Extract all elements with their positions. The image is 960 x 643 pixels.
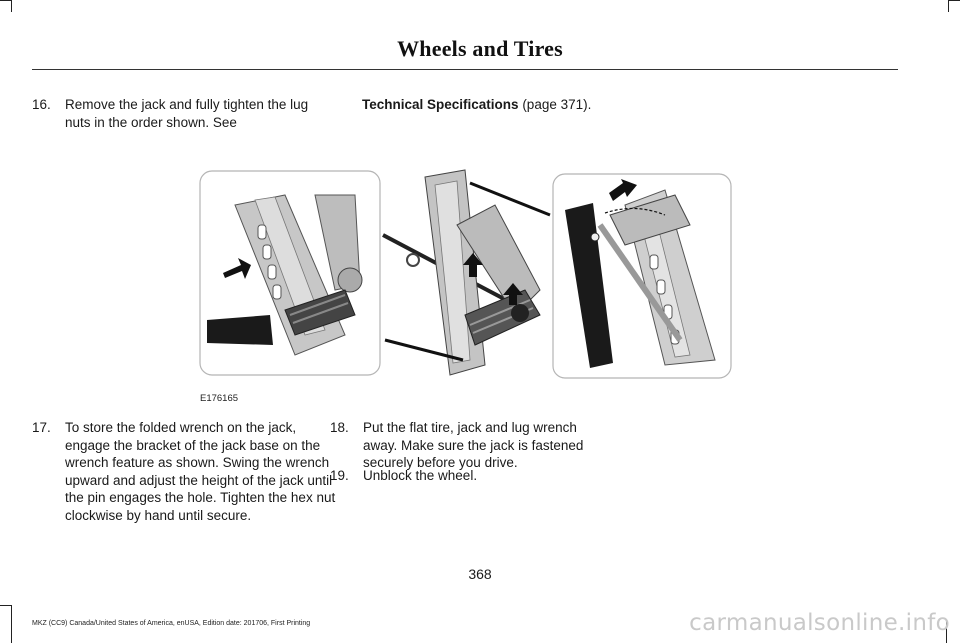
- crop-mark: [0, 0, 12, 1]
- step-19: 19. Unblock the wheel.: [330, 467, 620, 487]
- step-16-continuation: Technical Specifications (page 371).: [362, 96, 591, 114]
- technical-specifications-link[interactable]: Technical Specifications: [362, 97, 519, 112]
- step-number: 18.: [330, 420, 349, 435]
- step-17: 17. To store the folded wrench on the ja…: [32, 419, 335, 539]
- page-reference: (page 371).: [518, 97, 592, 112]
- crop-mark: [948, 0, 949, 12]
- step-number: 16.: [32, 97, 51, 112]
- crop-mark: [0, 605, 12, 606]
- step-text: Put the flat tire, jack and lug wrench a…: [363, 420, 584, 470]
- jack-storage-illustration: [195, 165, 740, 395]
- jack-illustration-graphic: [199, 169, 732, 379]
- left-inset-detail: [207, 194, 363, 356]
- crop-mark: [11, 605, 12, 643]
- crop-mark: [946, 620, 947, 643]
- step-18: 18. Put the flat tire, jack and lug wren…: [330, 419, 620, 479]
- step-number: 19.: [330, 468, 349, 483]
- footer-edition-info: MKZ (CC9) Canada/United States of Americ…: [32, 620, 311, 627]
- step-text: Remove the jack and fully tighten the lu…: [65, 97, 309, 130]
- step-16: 16. Remove the jack and fully tighten th…: [32, 96, 312, 136]
- crop-mark: [11, 0, 12, 12]
- figure-code: E176165: [200, 393, 239, 404]
- center-jack-detail: [382, 169, 551, 376]
- step-text: Unblock the wheel.: [363, 468, 478, 483]
- watermark: carmanualsonline.info: [689, 610, 950, 636]
- page-number: 368: [468, 566, 492, 582]
- crop-mark: [948, 0, 960, 1]
- step-text: To store the folded wrench on the jack, …: [65, 420, 336, 523]
- step-number: 17.: [32, 420, 51, 435]
- page-title: Wheels and Tires: [397, 36, 563, 61]
- right-inset-detail: [565, 179, 716, 368]
- header-divider: [32, 69, 898, 70]
